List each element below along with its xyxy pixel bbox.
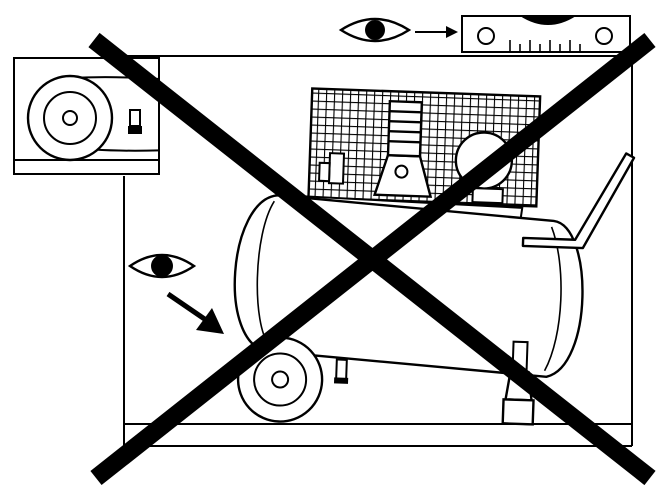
pressure-switch — [318, 152, 346, 185]
air-compressor — [233, 87, 636, 426]
drain-valve-icon — [128, 109, 142, 134]
handle — [521, 152, 636, 250]
wheel-icon — [26, 74, 114, 162]
eye-icon — [338, 17, 412, 43]
spirit-level-icon — [461, 15, 631, 53]
detail-inset — [13, 57, 160, 175]
arrow-icon — [415, 26, 458, 38]
eye-icon-left — [127, 253, 197, 279]
drain-valve — [333, 358, 349, 384]
main-frame — [122, 55, 633, 447]
arrow-icon-diagonal — [166, 291, 224, 334]
compressor-head — [372, 99, 433, 198]
cross-mark-icon — [88, 32, 656, 486]
